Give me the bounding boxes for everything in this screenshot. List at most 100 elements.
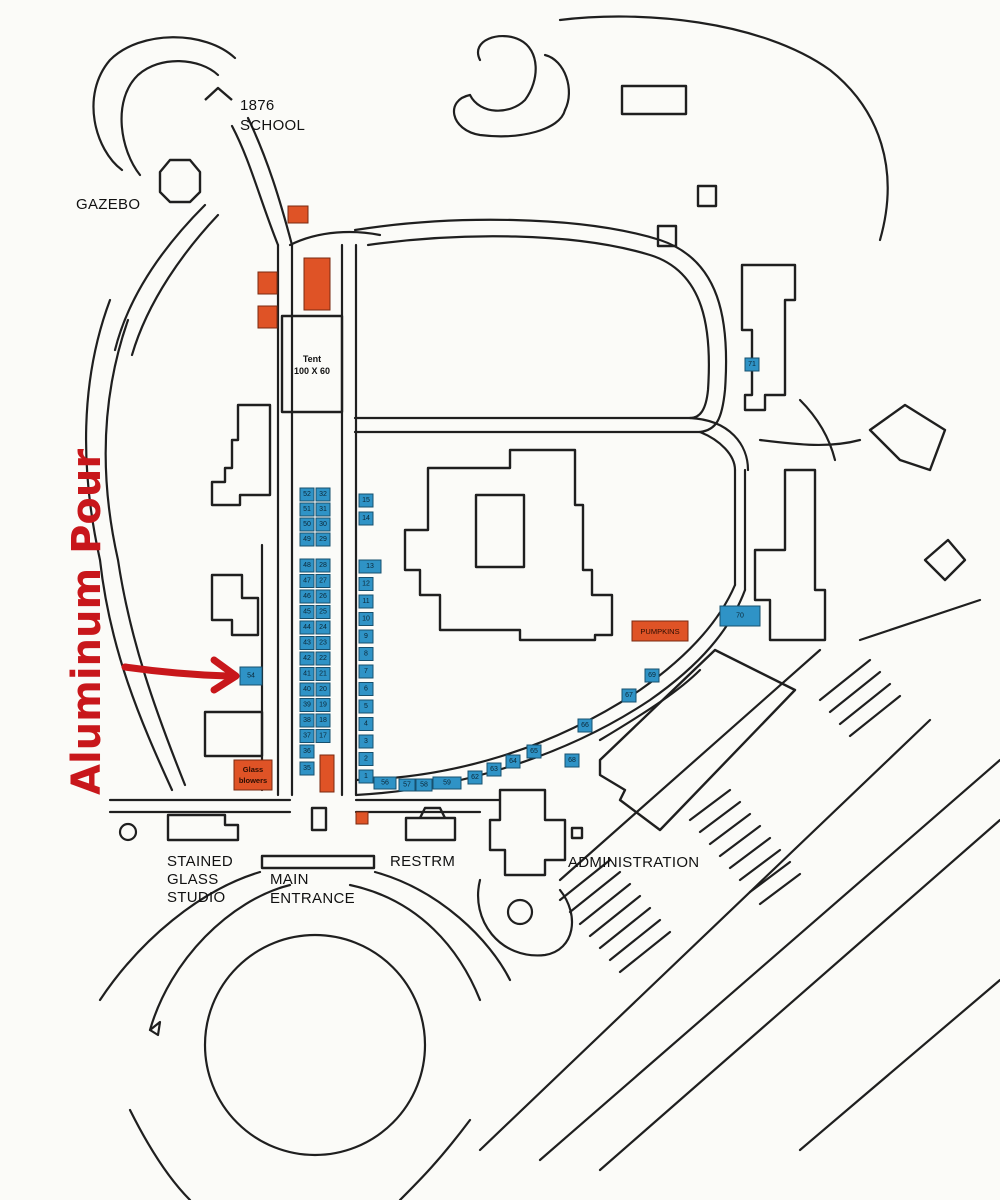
booth-label-22: 22 [319, 655, 327, 662]
booth-label-36: 36 [303, 748, 311, 755]
label-studio: STUDIO [167, 889, 225, 906]
booth-25 [315, 605, 331, 619]
booth-label-3: 3 [364, 738, 368, 745]
booth-label-49: 49 [303, 536, 311, 543]
booth-label-64: 64 [509, 758, 517, 765]
booth-label-46: 46 [303, 593, 311, 600]
booth-label-50: 50 [303, 521, 311, 528]
booth-3 [358, 734, 374, 749]
booth-21 [315, 667, 331, 681]
booth-38 [299, 713, 315, 728]
booth-6 [358, 682, 374, 696]
booth-label-23: 23 [319, 640, 327, 647]
booth-label-31: 31 [319, 506, 327, 513]
booth-label-21: 21 [319, 671, 327, 678]
aluminum-pour-annotation: Aluminum Pour [64, 449, 240, 795]
map-linework [84, 15, 1000, 1200]
booth-label-67: 67 [625, 692, 633, 699]
booth-44 [299, 620, 315, 635]
booth-label-29: 29 [319, 536, 327, 543]
booth-label-15: 15 [362, 497, 370, 504]
booth-label-63: 63 [490, 766, 498, 773]
booth-22 [315, 651, 331, 666]
booth-label-4: 4 [364, 721, 368, 728]
booth-57 [398, 778, 416, 792]
booth-59 [432, 776, 462, 790]
booth-43 [299, 636, 315, 650]
label-gazebo: GAZEBO [76, 196, 140, 213]
map-labels: 1876 SCHOOL GAZEBO Tent 100 X 60 STAINED… [76, 97, 699, 907]
booth-64 [505, 754, 521, 769]
annotation-arrow-icon [121, 663, 232, 680]
booth-50 [299, 517, 315, 532]
booth-label-28: 28 [319, 562, 327, 569]
booth-10 [358, 612, 374, 626]
booth-label-32: 32 [319, 491, 327, 498]
booth-9 [358, 629, 374, 644]
booth-70 [719, 605, 761, 627]
label-1876: 1876 [240, 97, 275, 114]
booth-32 [315, 487, 331, 502]
booth-label-17: 17 [319, 733, 327, 740]
booth-63 [486, 762, 502, 777]
booth-14 [358, 511, 374, 526]
booth-label-47: 47 [303, 578, 311, 585]
label-pumpkins: PUMPKINS [640, 627, 679, 636]
booth-label-52: 52 [303, 491, 311, 498]
booth-2 [358, 752, 374, 766]
booth-12 [358, 577, 374, 591]
booth-69 [644, 668, 660, 683]
booth-5 [358, 699, 374, 714]
booth-label-59: 59 [443, 780, 451, 787]
booth-37 [299, 729, 315, 743]
booth-62 [467, 770, 483, 785]
booth-label-1: 1 [364, 773, 368, 780]
label-tent-size: 100 X 60 [294, 366, 330, 376]
booth-28 [315, 558, 331, 573]
booth-20 [315, 682, 331, 697]
booth-label-71: 71 [748, 361, 756, 368]
booth-label-39: 39 [303, 702, 311, 709]
booth-label-48: 48 [303, 562, 311, 569]
booth-label-19: 19 [319, 702, 327, 709]
booth-label-51: 51 [303, 506, 311, 513]
booth-label-44: 44 [303, 624, 311, 631]
booth-29 [315, 532, 331, 547]
booth-26 [315, 589, 331, 604]
booth-label-70: 70 [736, 613, 744, 620]
booth-label-57: 57 [403, 782, 411, 789]
booth-label-66: 66 [581, 722, 589, 729]
booth-49 [299, 532, 315, 547]
booth-7 [358, 664, 374, 679]
annotation-arrowhead-icon [210, 656, 240, 694]
booth-label-35: 35 [303, 765, 311, 772]
booth-label-27: 27 [319, 578, 327, 585]
buildings [158, 84, 967, 877]
label-glass: GLASS [167, 871, 219, 888]
booth-label-30: 30 [319, 521, 327, 528]
booth-label-26: 26 [319, 593, 327, 600]
booth-label-25: 25 [319, 609, 327, 616]
booth-47 [299, 574, 315, 588]
glass-blowers-area [233, 759, 273, 791]
booth-46 [299, 589, 315, 604]
booth-8 [358, 647, 374, 661]
booth-label-69: 69 [648, 672, 656, 679]
label-glass-blowers-2: blowers [239, 776, 267, 785]
booth-19 [315, 698, 331, 712]
booth-52 [299, 487, 315, 502]
booth-23 [315, 636, 331, 650]
booth-label-56: 56 [381, 780, 389, 787]
booth-label-45: 45 [303, 609, 311, 616]
booth-65 [526, 744, 542, 759]
booth-label-43: 43 [303, 640, 311, 647]
booth-54 [239, 666, 263, 686]
booth-24 [315, 620, 331, 635]
booth-30 [315, 517, 331, 532]
label-main: MAIN [270, 871, 309, 888]
booth-36 [299, 744, 315, 759]
booth-35 [299, 761, 315, 776]
label-stained: STAINED [167, 853, 233, 870]
